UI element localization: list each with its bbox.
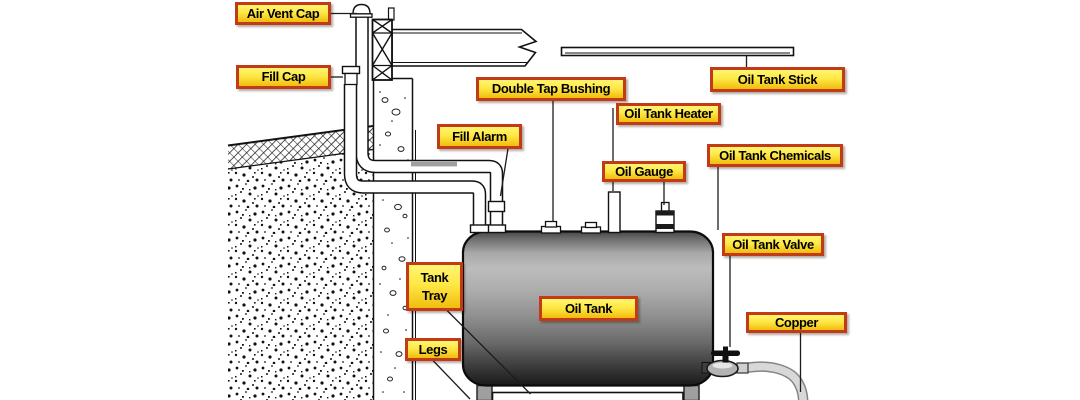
label-air-vent-cap: Air Vent Cap: [235, 2, 331, 25]
pipe-couplings: [469, 200, 507, 234]
label-tank-tray: Tank Tray: [406, 262, 463, 311]
fill-pipe: [343, 84, 487, 232]
label-double-tap-bushing: Double Tap Bushing: [476, 77, 626, 101]
heater-tube: [607, 191, 621, 234]
leader-legs: [432, 360, 471, 400]
tank-tray-shape: [491, 391, 684, 400]
copper-line-shape: [743, 361, 809, 400]
sill-x-brace: [371, 7, 395, 81]
oil-tank-valve-shape: [701, 346, 749, 378]
label-oil-tank-stick: Oil Tank Stick: [710, 67, 845, 92]
air-vent-pipe: [355, 16, 504, 232]
floor-joist-beam: [391, 28, 538, 67]
label-oil-tank-chemicals: Oil Tank Chemicals: [707, 144, 843, 167]
ground-surface-hatch: [227, 125, 374, 170]
label-oil-tank-valve: Oil Tank Valve: [722, 233, 824, 256]
label-copper: Copper: [746, 312, 847, 333]
spare-port: [580, 221, 602, 234]
label-oil-tank-heater: Oil Tank Heater: [616, 103, 721, 125]
air-vent-cap-shape: [349, 3, 373, 18]
label-legs: Legs: [405, 338, 461, 361]
label-fill-cap: Fill Cap: [236, 65, 331, 89]
oil-tank-stick-shape: [560, 46, 795, 57]
ground-soil-stipple: [228, 150, 373, 400]
tank-leg-right: [683, 384, 700, 400]
fill-cap-shape: [341, 65, 361, 86]
tank-leg-left: [476, 384, 493, 400]
oil-gauge-shape: [655, 201, 675, 234]
leader-tank-tray: [446, 310, 531, 395]
label-oil-gauge: Oil Gauge: [602, 161, 686, 182]
leader-fill-alarm: [499, 148, 509, 197]
label-fill-alarm: Fill Alarm: [437, 124, 522, 149]
label-oil-tank: Oil Tank: [539, 296, 638, 321]
double-tap-bushing-port: [540, 220, 562, 234]
